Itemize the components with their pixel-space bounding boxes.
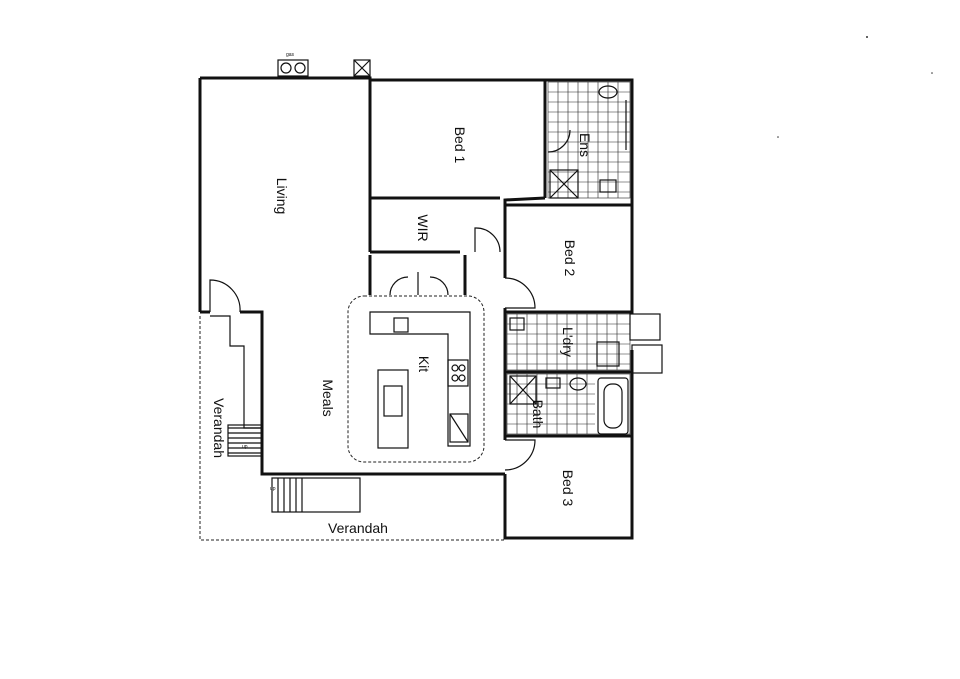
room-label-bed1: Bed 1 (452, 127, 468, 164)
interior-walls (368, 80, 632, 440)
gas-label: gas (286, 52, 295, 58)
door-swings (209, 129, 571, 471)
bathroom-fixtures (506, 373, 631, 435)
room-label-bath: Bath (530, 400, 546, 429)
room-label-kit: Kit (416, 356, 432, 372)
room-label-meals: Meals (320, 379, 336, 416)
room-label-ens: Ens (577, 133, 593, 157)
room-label-bed3: Bed 3 (560, 470, 576, 507)
bottom-steps (271, 477, 361, 513)
laundry-tiles (506, 313, 663, 374)
room-label-ldry: L'dry (560, 327, 576, 357)
kitchen-fixtures (347, 295, 485, 463)
scan-speckles (777, 36, 933, 138)
room-label-bed2: Bed 2 (562, 240, 578, 277)
room-label-wir: WIR (415, 214, 431, 241)
gas-meter-symbol (277, 59, 309, 77)
up-label-bottom: up (270, 486, 276, 492)
up-label-left: up (242, 444, 248, 450)
left-verandah (199, 315, 505, 541)
verandah-label-bottom: Verandah (328, 520, 388, 536)
ensuite-tiles (547, 81, 631, 199)
room-label-living: Living (274, 178, 290, 215)
verandah-label-side: Verandah (211, 398, 227, 458)
hot-water-symbol (353, 59, 371, 77)
